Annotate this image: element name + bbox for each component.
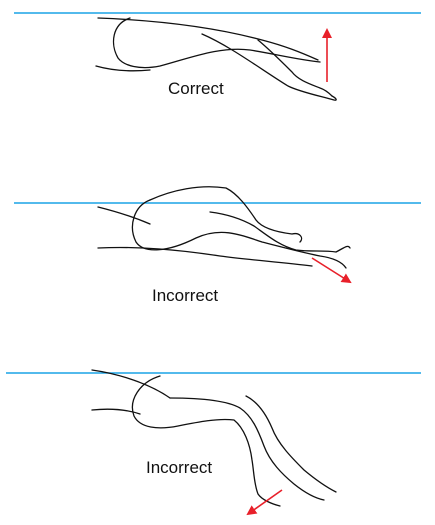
caption-incorrect-2: Incorrect bbox=[146, 459, 212, 476]
caption-incorrect-1: Incorrect bbox=[152, 287, 218, 304]
arrow-down-right bbox=[312, 258, 350, 282]
arrow-down-left bbox=[248, 490, 282, 514]
panel-incorrect-2 bbox=[6, 370, 421, 514]
panel-incorrect-1 bbox=[14, 187, 421, 282]
caption-correct: Correct bbox=[168, 80, 224, 97]
leg-figure-incorrect-1 bbox=[98, 187, 350, 268]
leg-figure-incorrect-2 bbox=[92, 370, 336, 506]
